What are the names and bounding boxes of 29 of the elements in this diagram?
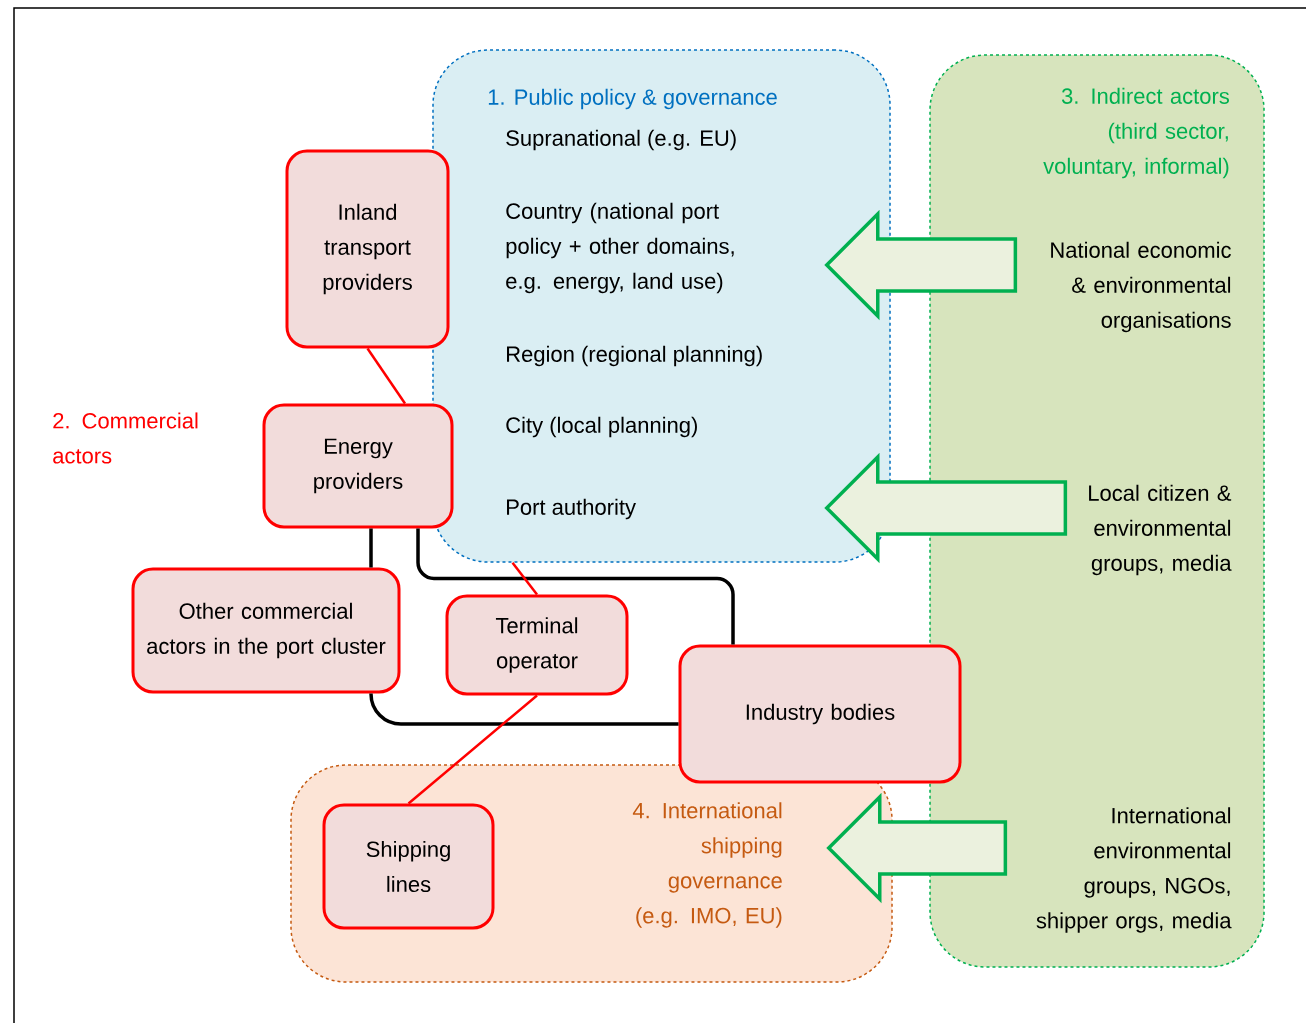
policy-level-text: City (local planning) — [506, 416, 697, 438]
actor-box: Other commercial actors in the port cluster — [131, 567, 401, 694]
policy-level-text: Supranational (e.g. EU) — [506, 129, 736, 151]
connector-line — [416, 528, 735, 645]
actor-box: Energy providers — [262, 403, 454, 529]
block-arrow — [824, 209, 1018, 321]
connector-line — [407, 694, 538, 805]
actor-box: Terminal operator — [445, 594, 629, 696]
actor-box: Shipping lines — [322, 803, 495, 930]
block-arrow — [824, 452, 1068, 564]
group-label: International environmental groups, NGOs, shipper orgs, media — [1036, 807, 1232, 933]
policy-level-text: Country (national port policy + other domains, e.g. energy, land use) — [506, 202, 734, 294]
region-heading: 4. International shipping governance (e.g. IMO, EU) — [632, 802, 782, 928]
group-label: 2. Commercial actors — [53, 412, 198, 464]
connector-line — [369, 528, 373, 568]
group-label: Local citizen & environmental groups, media — [1089, 484, 1232, 576]
block-arrow — [826, 792, 1008, 904]
actor-box: Inland transport providers — [285, 149, 450, 349]
actor-box: Industry bodies — [678, 644, 962, 784]
connector-line — [511, 562, 538, 596]
region-heading: 3. Indirect actors (third sector, voluntary, informal) — [1043, 87, 1229, 179]
actors-region — [929, 54, 1265, 968]
connector-line — [366, 347, 407, 405]
policy-level-text: Region (regional planning) — [507, 345, 762, 367]
policy-region — [432, 49, 891, 563]
policy-level-text: Port authority — [507, 498, 636, 520]
region-heading: 1. Public policy & governance — [488, 88, 777, 110]
connector-line — [369, 692, 679, 726]
group-label: National economic & environmental organisations — [1051, 241, 1231, 333]
